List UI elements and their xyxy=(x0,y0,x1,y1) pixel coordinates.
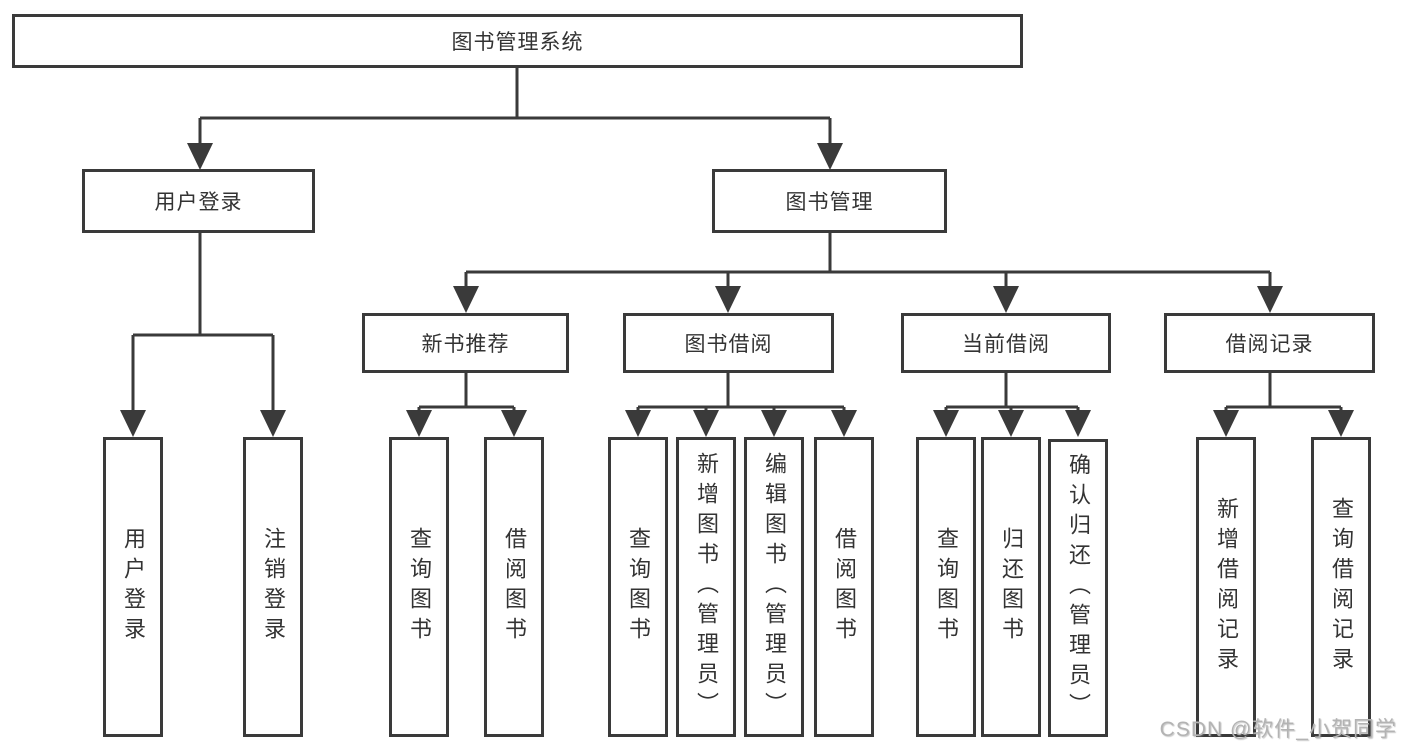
leaf-edit-books-admin: 编辑图书（管理员） xyxy=(744,437,804,737)
arrowhead xyxy=(998,410,1024,437)
leaf-logout: 注销登录 xyxy=(243,437,303,737)
arrowhead xyxy=(501,410,527,437)
arrowhead xyxy=(260,410,286,437)
leaf-confirm-return-admin: 确认归还（管理员） xyxy=(1048,439,1108,737)
arrowhead xyxy=(120,410,146,437)
leaf-add-borrow-record: 新增借阅记录 xyxy=(1196,437,1256,737)
arrowhead xyxy=(1213,410,1239,437)
leaf-add-books-admin: 新增图书（管理员） xyxy=(676,437,736,737)
node-borrowing-records: 借阅记录 xyxy=(1164,313,1375,373)
arrowhead xyxy=(453,286,479,313)
leaf-return-books: 归还图书 xyxy=(981,437,1041,737)
node-book-borrowing: 图书借阅 xyxy=(623,313,834,373)
leaf-user-login: 用户登录 xyxy=(103,437,163,737)
csdn-watermark: CSDN @软件_小贺同学 xyxy=(1159,718,1397,741)
leaf-borrow-books-1: 借阅图书 xyxy=(484,437,544,737)
arrowhead xyxy=(625,410,651,437)
arrowhead xyxy=(406,410,432,437)
leaf-borrow-books-2: 借阅图书 xyxy=(814,437,874,737)
arrowhead xyxy=(1257,286,1283,313)
node-current-borrowing: 当前借阅 xyxy=(901,313,1111,373)
arrowhead xyxy=(715,286,741,313)
leaf-query-borrow-record: 查询借阅记录 xyxy=(1311,437,1371,737)
leaf-query-books-1: 查询图书 xyxy=(389,437,449,737)
arrowhead xyxy=(1065,410,1091,437)
arrowhead xyxy=(761,410,787,437)
node-library-management-system: 图书管理系统 xyxy=(12,14,1023,68)
arrowhead xyxy=(693,410,719,437)
arrowhead xyxy=(817,143,843,170)
leaf-query-books-3: 查询图书 xyxy=(916,437,976,737)
arrowhead xyxy=(1328,410,1354,437)
arrowhead xyxy=(933,410,959,437)
leaf-query-books-2: 查询图书 xyxy=(608,437,668,737)
node-new-book-recommendation: 新书推荐 xyxy=(362,313,569,373)
arrowhead xyxy=(993,286,1019,313)
arrowhead xyxy=(187,143,213,170)
node-book-management-module: 图书管理 xyxy=(712,169,947,233)
arrowhead xyxy=(831,410,857,437)
node-user-login-module: 用户登录 xyxy=(82,169,315,233)
